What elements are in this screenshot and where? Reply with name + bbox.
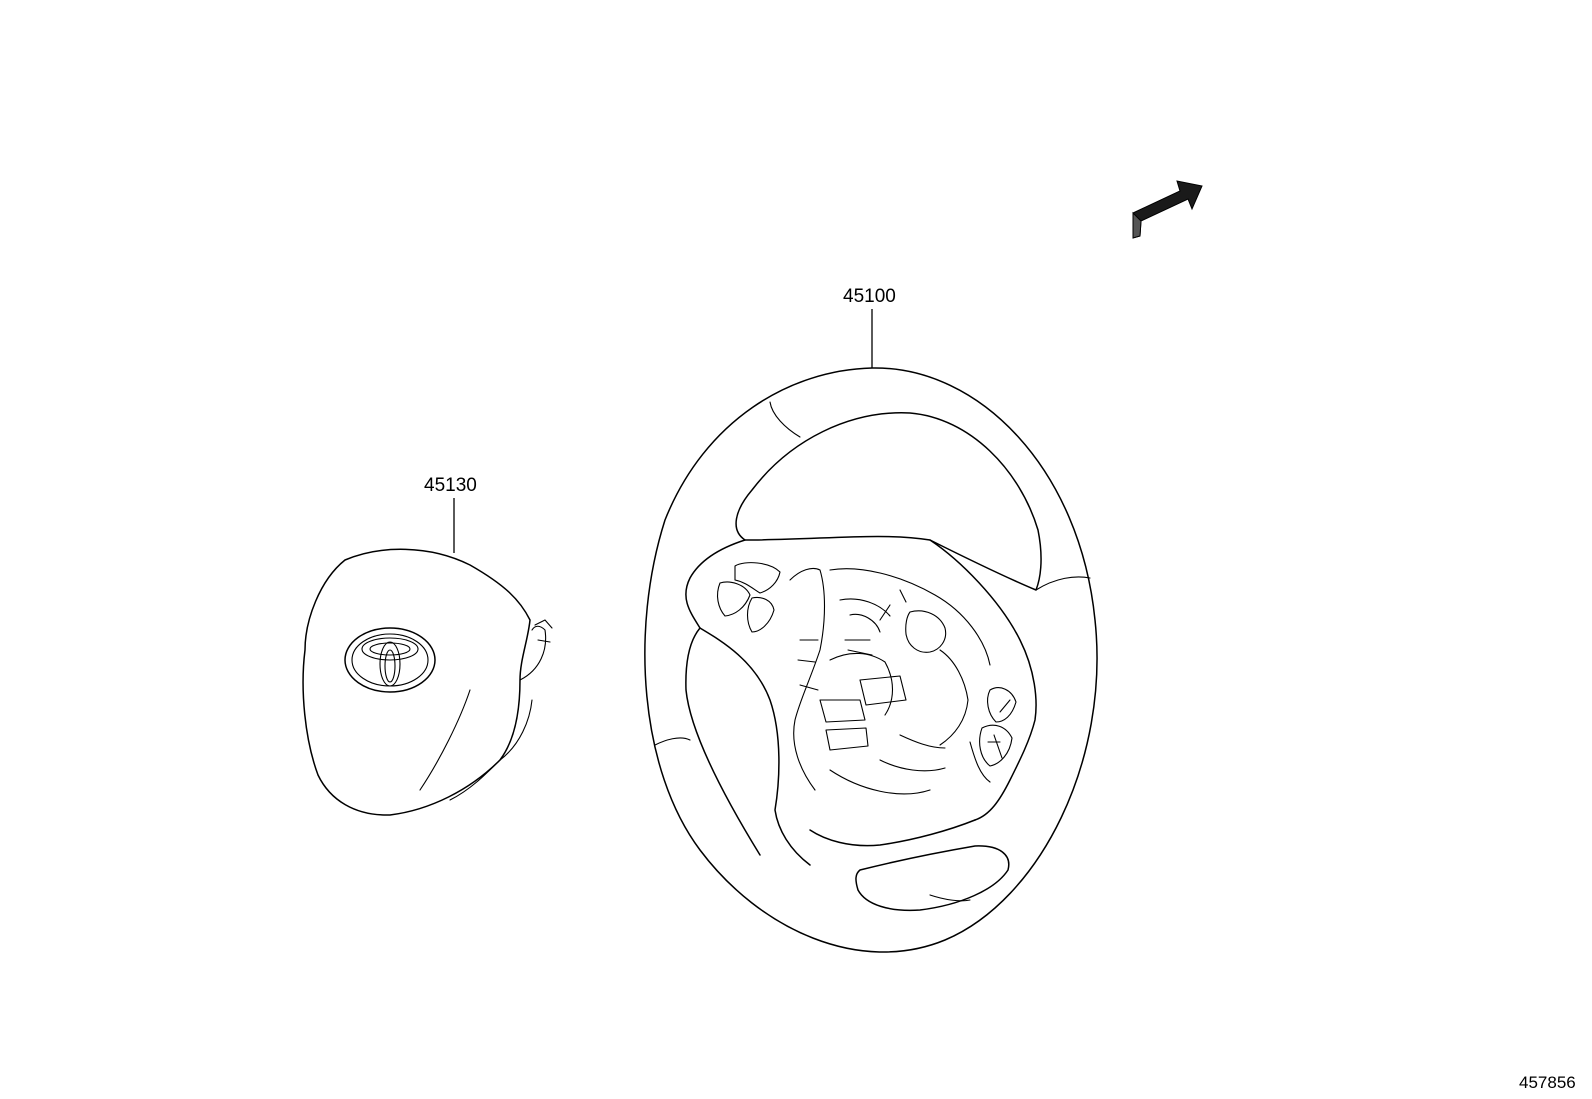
airbag-pad-drawing [302,548,553,816]
fwd-arrow-icon: FWD [1132,180,1203,239]
part-label-45100: 45100 [843,286,896,307]
toyota-logo-icon [344,627,436,693]
part-label-45130: 45130 [424,475,477,496]
steering-wheel-drawing [644,367,1098,953]
diagram-number: 457856 [1519,1073,1576,1092]
